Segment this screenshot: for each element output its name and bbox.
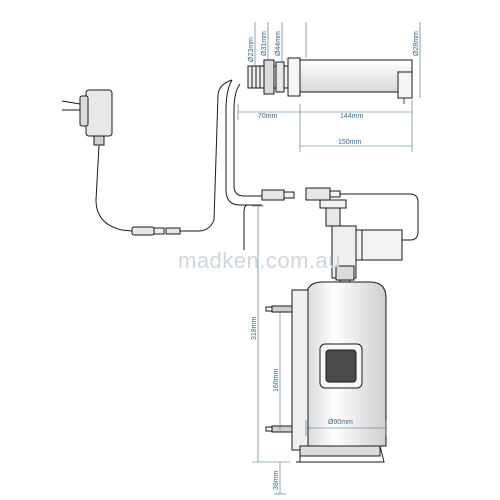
spout-washer [275,61,285,93]
adapter-strain-relief [93,135,105,146]
dim-length-144: 144mm [340,113,364,120]
wall-screws [265,305,293,433]
bottle-base-tray [299,445,381,457]
dim-diameter-23: Ø23mm [248,37,255,62]
dim-diameter-31: Ø31mm [261,31,268,56]
adapter-cable [95,144,133,232]
soap-bottle [291,281,387,463]
cable-to-pump [340,193,419,241]
lower-screw [271,425,293,433]
cable-drop [243,204,249,250]
dim-diameter-28: Ø28mm [413,31,420,56]
spout-body [299,59,413,93]
power-adapter [61,79,233,236]
dim-height-38: 38mm [273,470,280,490]
dim-length-70: 70mm [258,113,278,120]
bottle-window-inner [325,349,357,383]
dim-diameter-90: Ø90mm [328,419,353,426]
upper-screw [271,305,293,313]
sensor-cable [225,79,419,250]
inline-connector-a-tip [283,191,295,199]
spout-base-collar [287,57,301,97]
spout-assembly [247,57,413,104]
adapter-connector-left [131,226,155,236]
inline-connector-b [305,187,331,201]
spout-outlet [397,71,413,99]
wall-bracket [291,289,309,451]
dim-height-318: 318mm [251,316,258,340]
pump-motor [355,229,403,261]
watermark: madken.com.au [178,248,341,273]
dim-diameter-44: Ø44mm [275,31,282,56]
dim-height-160: 160mm [273,368,280,392]
connector-tip-left [153,227,165,235]
spout-lock-nut [263,59,275,95]
adapter-plug-base [79,95,89,127]
inline-connector-a [261,189,285,201]
dim-length-150: 150mm [338,139,362,146]
adapter-prong-top [61,100,81,105]
power-cable [180,79,233,232]
cable-inner [233,83,262,197]
cable-outer [225,79,262,206]
dimension-lines [237,22,421,495]
adapter-body [85,89,113,137]
inline-connector-b-tip [329,190,341,198]
connector-tip-right [165,227,181,235]
